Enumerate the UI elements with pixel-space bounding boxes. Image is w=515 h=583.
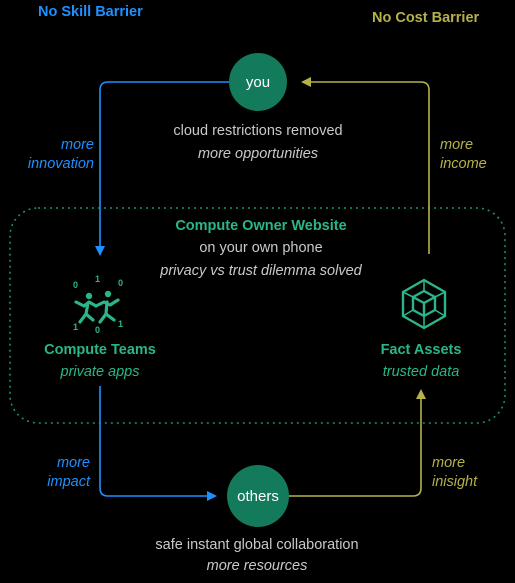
- others-node: others: [227, 465, 289, 527]
- edge-label-more-insight-2: inisight: [432, 474, 478, 490]
- edge-label-more-impact-2: impact: [47, 474, 90, 490]
- people-icon: 0 1 0 1 0 1: [66, 272, 132, 335]
- top-caption-line2: more opportunities: [197, 146, 319, 162]
- website-boundary: [9, 207, 506, 424]
- bottom-caption-line2: more resources: [206, 558, 308, 574]
- cube-icon: [400, 278, 448, 330]
- teams-binary-2: 0: [118, 278, 123, 288]
- teams-subtitle: private apps: [60, 364, 140, 380]
- edge-label-more-income-2: income: [440, 156, 487, 172]
- top-caption-line1: cloud restrictions removed: [173, 123, 343, 139]
- no-cost-barrier-label: No Cost Barrier: [372, 10, 480, 26]
- edge-label-more-innovation-2: innovation: [27, 156, 94, 172]
- edge-label-more-innovation-1: more: [60, 137, 94, 153]
- edge-label-more-income-1: more: [440, 137, 474, 153]
- teams-binary-0: 0: [73, 280, 78, 290]
- edge-label-more-impact-1: more: [56, 455, 90, 471]
- assets-title: Fact Assets: [380, 342, 462, 358]
- edge-label-more-insight-1: more: [432, 455, 466, 471]
- edge-assets-to-you: [301, 77, 430, 254]
- website-line1: on your own phone: [199, 240, 323, 256]
- assets-subtitle: trusted data: [382, 364, 460, 380]
- teams-binary-1: 1: [95, 274, 100, 284]
- website-line2: privacy vs trust dilemma solved: [160, 263, 362, 279]
- you-node: you: [229, 53, 287, 111]
- teams-binary-5: 1: [118, 319, 123, 329]
- teams-binary-3: 1: [73, 322, 78, 332]
- teams-binary-4: 0: [95, 325, 100, 334]
- bottom-caption-line1: safe instant global collaboration: [155, 537, 359, 553]
- teams-title: Compute Teams: [44, 342, 156, 358]
- website-title: Compute Owner Website: [175, 218, 347, 234]
- edge-teams-to-others: [99, 386, 217, 501]
- edge-you-to-teams: [95, 81, 230, 256]
- edge-others-to-assets: [289, 389, 426, 497]
- no-skill-barrier-label: No Skill Barrier: [38, 4, 143, 20]
